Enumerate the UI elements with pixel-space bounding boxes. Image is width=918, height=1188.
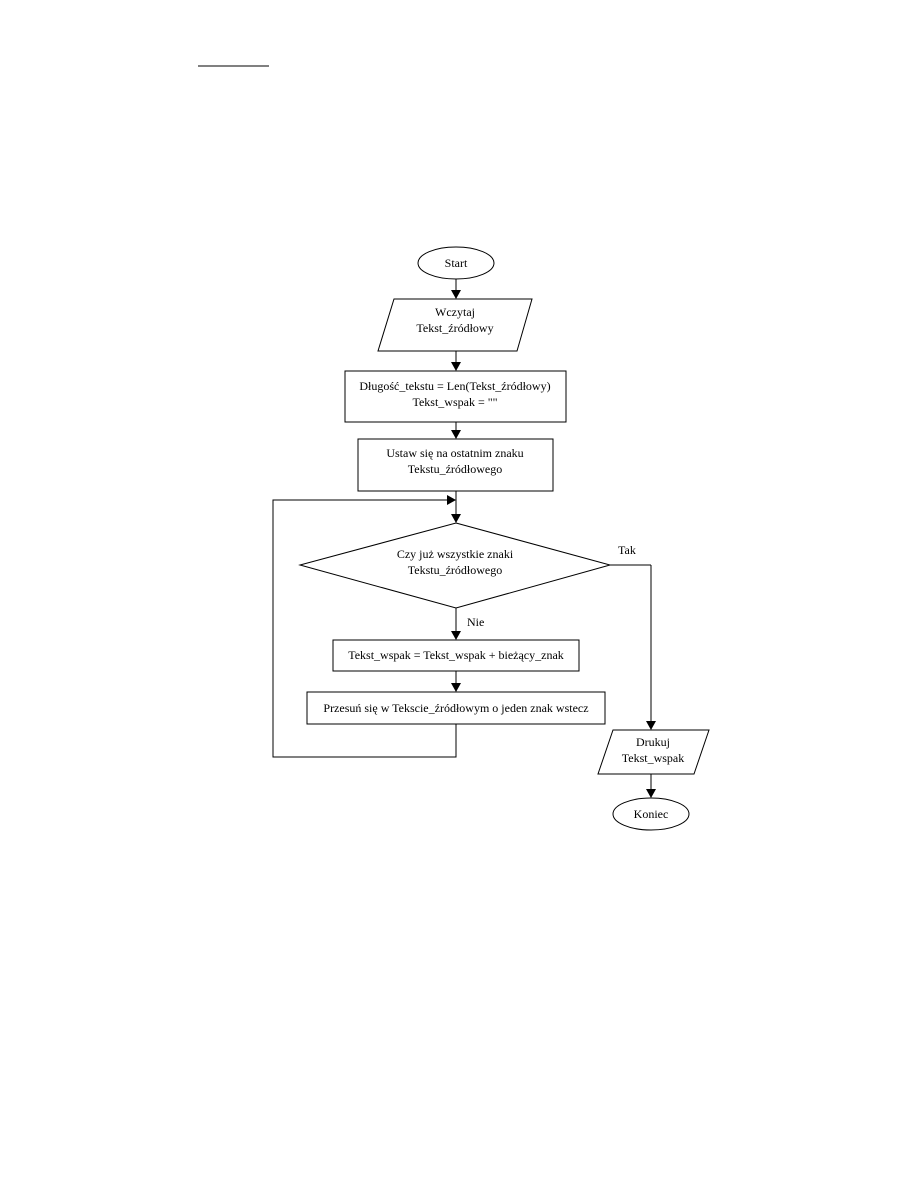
arrow-position-to-decision (451, 491, 461, 523)
arrow-input-to-init (451, 351, 461, 371)
output-box: Drukuj Tekst_wspak (597, 729, 710, 775)
no-branch: Nie (451, 608, 484, 640)
arrow-init-to-position (451, 422, 461, 439)
append-label: Tekst_wspak = Tekst_wspak + bieżący_znak (348, 648, 564, 662)
decision-diamond: Czy już wszystkie znaki Tekstu_źródłoweg… (298, 522, 612, 609)
position-box: Ustaw się na ostatnim znaku Tekstu_źródł… (357, 438, 554, 492)
yes-label: Tak (618, 543, 636, 557)
arrow-start-to-input (451, 279, 461, 299)
position-line1: Ustaw się na ostatnim znaku (386, 446, 523, 460)
start-terminal: Start (417, 246, 495, 280)
end-label: Koniec (634, 807, 669, 821)
decision-line2: Tekstu_źródłowego (408, 563, 502, 577)
position-line2: Tekstu_źródłowego (408, 462, 502, 476)
no-label: Nie (467, 615, 484, 629)
output-line1: Drukuj (636, 735, 670, 749)
init-box: Długość_tekstu = Len(Tekst_źródłowy) Tek… (344, 370, 567, 423)
arrow-append-to-move (451, 671, 461, 692)
output-line2: Tekst_wspak (622, 751, 684, 765)
loop-back-arrow (272, 495, 457, 758)
init-line2: Tekst_wspak = "" (412, 395, 497, 409)
input-line1: Wczytaj (435, 305, 475, 319)
move-back-label: Przesuń się w Tekscie_źródłowym o jeden … (323, 701, 588, 715)
start-label: Start (445, 256, 468, 270)
append-box: Tekst_wspak = Tekst_wspak + bieżący_znak (332, 639, 580, 672)
init-line1: Długość_tekstu = Len(Tekst_źródłowy) (359, 379, 550, 393)
yes-branch: Tak (610, 543, 656, 730)
end-terminal: Koniec (612, 797, 690, 831)
decision-line1: Czy już wszystkie znaki (397, 547, 514, 561)
input-line2: Tekst_źródłowy (416, 321, 493, 335)
input-box: Wczytaj Tekst_źródłowy (377, 298, 533, 352)
move-back-box: Przesuń się w Tekscie_źródłowym o jeden … (306, 691, 606, 725)
arrow-output-to-end (646, 774, 656, 798)
